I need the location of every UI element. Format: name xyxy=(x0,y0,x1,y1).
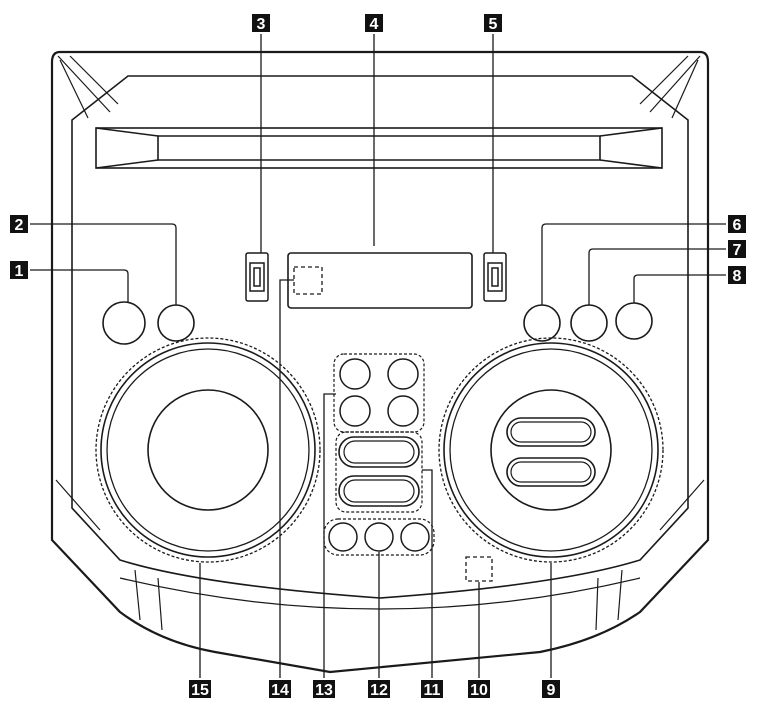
pad-button-bottom-left[interactable] xyxy=(339,395,371,427)
bottom-sensor-area xyxy=(465,556,493,582)
pad-button-top-right[interactable] xyxy=(387,358,419,390)
svg-text:9: 9 xyxy=(547,682,556,699)
small-button-3[interactable] xyxy=(400,522,430,552)
svg-text:2: 2 xyxy=(15,217,24,234)
pill-button-bottom[interactable] xyxy=(338,475,420,507)
svg-text:11: 11 xyxy=(424,682,441,699)
callout-9: 9 xyxy=(542,680,560,699)
svg-text:6: 6 xyxy=(733,217,742,234)
svg-text:5: 5 xyxy=(489,16,498,33)
leader-lines xyxy=(30,34,726,678)
callout-2: 2 xyxy=(10,215,28,234)
callout-15: 15 xyxy=(189,680,211,699)
center-pill-group xyxy=(335,431,423,513)
bottom-rim xyxy=(119,577,641,610)
knob-2[interactable] xyxy=(157,304,195,342)
inner-body-outline xyxy=(71,75,689,599)
callout-10: 10 xyxy=(468,680,490,699)
callout-8: 8 xyxy=(728,266,746,285)
svg-text:3: 3 xyxy=(257,16,266,33)
left-jog-dial[interactable] xyxy=(95,337,321,563)
power-button[interactable] xyxy=(102,301,146,345)
callout-1: 1 xyxy=(10,261,28,280)
display-window xyxy=(287,252,473,309)
svg-text:10: 10 xyxy=(470,682,488,699)
center-four-button-pad xyxy=(333,353,425,433)
knob-7[interactable] xyxy=(570,304,608,342)
carry-handle-slot xyxy=(95,127,663,169)
svg-text:12: 12 xyxy=(370,682,388,699)
three-button-group xyxy=(323,518,435,556)
pad-button-bottom-right[interactable] xyxy=(387,395,419,427)
small-button-2[interactable] xyxy=(364,522,394,552)
svg-text:13: 13 xyxy=(315,682,333,699)
usb-port-left[interactable] xyxy=(245,252,269,302)
svg-text:14: 14 xyxy=(271,682,289,699)
svg-text:8: 8 xyxy=(733,268,742,285)
callout-4: 4 xyxy=(365,14,383,33)
callout-5: 5 xyxy=(484,14,502,33)
svg-text:15: 15 xyxy=(191,682,209,699)
callout-7: 7 xyxy=(728,240,746,259)
speaker-body xyxy=(50,50,710,674)
pill-button-top[interactable] xyxy=(338,436,420,468)
knob-6[interactable] xyxy=(523,304,561,342)
callout-13: 13 xyxy=(313,680,335,699)
usb-port-right[interactable] xyxy=(483,252,507,302)
svg-text:1: 1 xyxy=(15,263,24,280)
callout-3: 3 xyxy=(252,14,270,33)
knob-8[interactable] xyxy=(615,302,653,340)
svg-text:7: 7 xyxy=(733,242,742,259)
small-button-1[interactable] xyxy=(328,522,358,552)
callout-14: 14 xyxy=(269,680,291,699)
remote-sensor xyxy=(293,266,323,295)
callout-12: 12 xyxy=(368,680,390,699)
pad-button-top-left[interactable] xyxy=(339,358,371,390)
corner-bevels xyxy=(55,55,705,631)
callout-6: 6 xyxy=(728,215,746,234)
right-jog-dial[interactable] xyxy=(438,337,664,563)
callout-11: 11 xyxy=(421,680,443,699)
svg-text:4: 4 xyxy=(370,16,379,33)
